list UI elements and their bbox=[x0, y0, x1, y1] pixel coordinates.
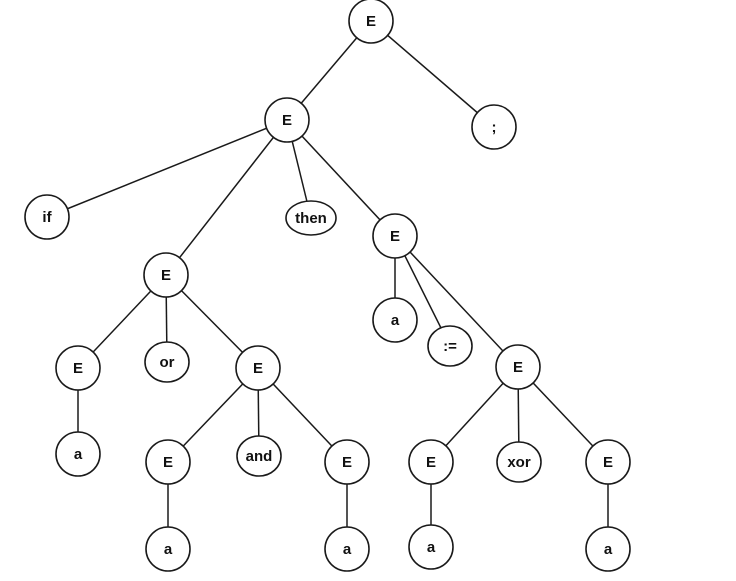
tree-node-and: and bbox=[236, 435, 282, 477]
node-circle bbox=[372, 297, 418, 343]
tree-node-a4: a bbox=[372, 297, 418, 343]
node-label: if bbox=[42, 209, 52, 226]
node-circle bbox=[427, 325, 473, 367]
tree-node-e_xl: E bbox=[408, 439, 454, 485]
node-label: E bbox=[390, 228, 400, 245]
node-label: E bbox=[253, 360, 263, 377]
node-label: E bbox=[73, 360, 83, 377]
node-circle bbox=[408, 439, 454, 485]
node-circle bbox=[471, 104, 517, 150]
node-circle bbox=[495, 344, 541, 390]
node-label: then bbox=[295, 210, 327, 227]
node-circle bbox=[585, 439, 631, 485]
tree-node-xor: xor bbox=[496, 441, 542, 483]
edge-e1-eas bbox=[286, 119, 396, 237]
tree-node-a6: a bbox=[585, 526, 631, 572]
tree-node-eand: E bbox=[235, 345, 281, 391]
tree-node-a3: a bbox=[324, 526, 370, 572]
node-circle bbox=[235, 345, 281, 391]
tree-node-semi: ; bbox=[471, 104, 517, 150]
node-label: E bbox=[603, 454, 613, 471]
node-label: and bbox=[246, 448, 273, 465]
node-circle bbox=[55, 345, 101, 391]
node-label: E bbox=[426, 454, 436, 471]
node-circle bbox=[372, 213, 418, 259]
edge-eas-exor bbox=[394, 235, 519, 368]
node-label: E bbox=[282, 112, 292, 129]
tree-node-then: then bbox=[285, 200, 337, 236]
tree-node-if: if bbox=[24, 194, 70, 240]
node-circle bbox=[585, 526, 631, 572]
node-circle bbox=[144, 341, 190, 383]
node-circle bbox=[348, 0, 394, 44]
node-circle bbox=[408, 524, 454, 570]
node-label: := bbox=[443, 338, 457, 355]
node-circle bbox=[264, 97, 310, 143]
tree-node-a1: a bbox=[55, 431, 101, 477]
tree-node-exor: E bbox=[495, 344, 541, 390]
tree-node-root: E bbox=[348, 0, 394, 44]
tree-node-e1: E bbox=[264, 97, 310, 143]
node-label: a bbox=[164, 541, 173, 558]
node-label: ; bbox=[492, 119, 497, 136]
tree-node-or: or bbox=[144, 341, 190, 383]
edge-root-semi bbox=[370, 20, 495, 128]
node-label: a bbox=[391, 312, 400, 329]
node-circle bbox=[324, 439, 370, 485]
node-circle bbox=[324, 526, 370, 572]
node-label: a bbox=[427, 539, 436, 556]
node-circle bbox=[143, 252, 189, 298]
tree-node-e_al: E bbox=[145, 439, 191, 485]
node-label: a bbox=[74, 446, 83, 463]
node-label: a bbox=[343, 541, 352, 558]
tree-node-e_ar: E bbox=[324, 439, 370, 485]
node-circle bbox=[55, 431, 101, 477]
node-circle bbox=[236, 435, 282, 477]
tree-node-a2: a bbox=[145, 526, 191, 572]
tree-node-eas: E bbox=[372, 213, 418, 259]
node-circle bbox=[145, 526, 191, 572]
node-circle bbox=[285, 200, 337, 236]
node-label: xor bbox=[507, 454, 531, 471]
tree-node-e_xr: E bbox=[585, 439, 631, 485]
node-label: E bbox=[513, 359, 523, 376]
edge-e1-if bbox=[46, 119, 288, 218]
node-circle bbox=[24, 194, 70, 240]
tree-node-assign: := bbox=[427, 325, 473, 367]
tree-node-ecnd: E bbox=[143, 252, 189, 298]
node-circle bbox=[145, 439, 191, 485]
edge-e1-ecnd bbox=[165, 119, 288, 276]
node-label: a bbox=[604, 541, 613, 558]
node-label: E bbox=[161, 267, 171, 284]
node-label: E bbox=[366, 13, 376, 30]
node-circle bbox=[496, 441, 542, 483]
node-label: E bbox=[163, 454, 173, 471]
tree-node-a5: a bbox=[408, 524, 454, 570]
node-label: E bbox=[342, 454, 352, 471]
node-label: or bbox=[160, 354, 175, 371]
tree-node-el: E bbox=[55, 345, 101, 391]
